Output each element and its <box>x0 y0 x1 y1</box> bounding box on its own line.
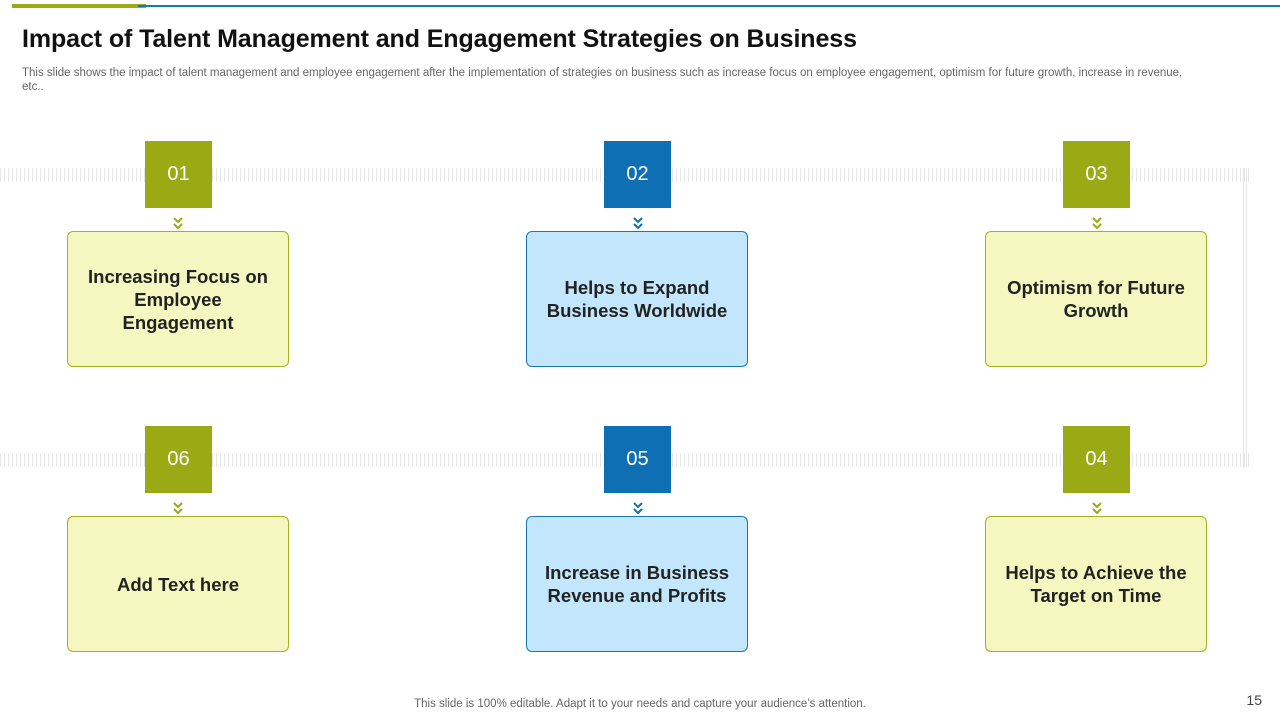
step-card-01: Increasing Focus on Employee Engagement <box>67 231 289 367</box>
step-card-05: Increase in Business Revenue and Profits <box>526 516 748 652</box>
dotted-guide-right <box>1243 168 1249 468</box>
step-number-01: 01 <box>145 141 212 208</box>
chevron-down-icon <box>1092 217 1102 230</box>
chevron-down-icon <box>633 502 643 515</box>
step-card-06: Add Text here <box>67 516 289 652</box>
step-card-04: Helps to Achieve the Target on Time <box>985 516 1207 652</box>
step-card-02: Helps to Expand Business Worldwide <box>526 231 748 367</box>
chevron-down-icon <box>1092 502 1102 515</box>
step-number-05: 05 <box>604 426 671 493</box>
slide-title: Impact of Talent Management and Engageme… <box>22 25 857 53</box>
slide-footer: This slide is 100% editable. Adapt it to… <box>414 698 866 710</box>
step-card-03: Optimism for Future Growth <box>985 231 1207 367</box>
step-number-06: 06 <box>145 426 212 493</box>
step-number-02: 02 <box>604 141 671 208</box>
chevron-down-icon <box>633 217 643 230</box>
step-number-03: 03 <box>1063 141 1130 208</box>
slide-subtitle: This slide shows the impact of talent ma… <box>22 67 1183 93</box>
top-rule <box>138 5 1280 7</box>
step-number-04: 04 <box>1063 426 1130 493</box>
chevron-down-icon <box>173 502 183 515</box>
page-number: 15 <box>1246 692 1262 708</box>
chevron-down-icon <box>173 217 183 230</box>
top-accent-bar <box>12 4 146 8</box>
